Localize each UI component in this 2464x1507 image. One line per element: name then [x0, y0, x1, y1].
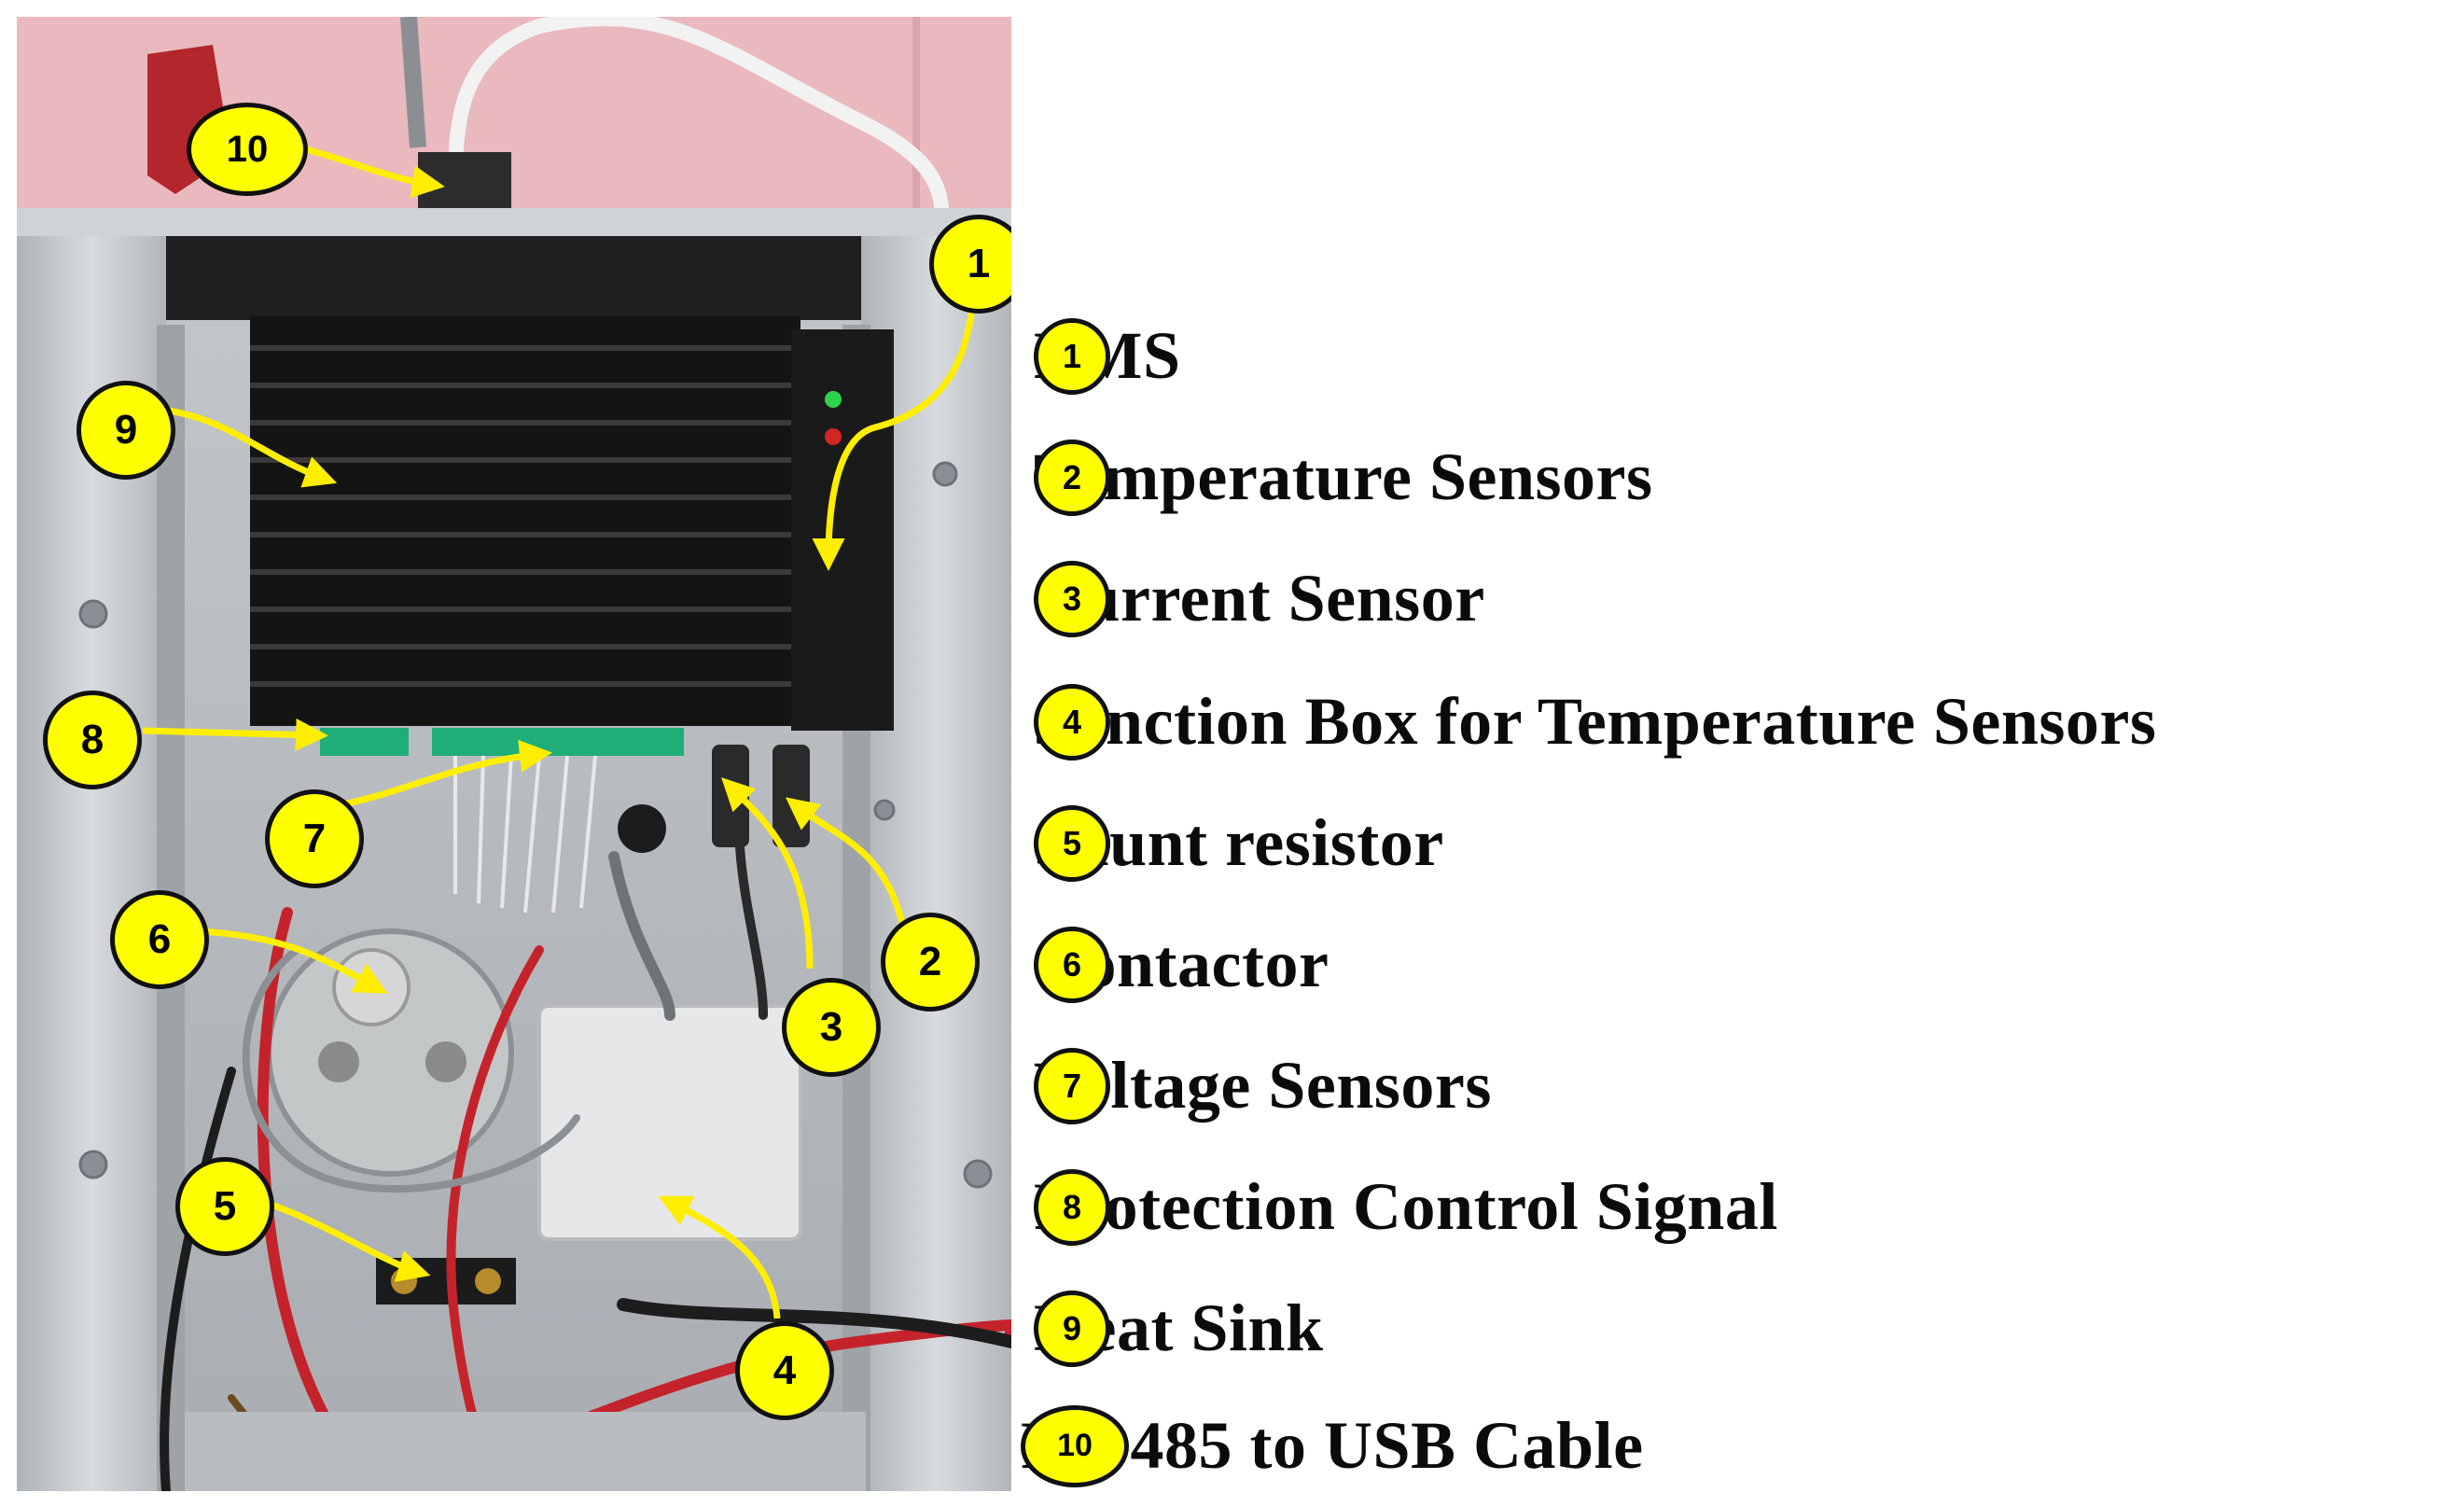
bms-enclosure-photo: 10 1 9 8 7 6 5 4 3 2 [17, 17, 1011, 1491]
legend-item-10: 10 RS-485 to USB Cable [1021, 1404, 1644, 1487]
terminal-block-voltage [432, 728, 684, 756]
legend-item-9: 9 Heat Sink [1034, 1290, 1324, 1367]
legend-badge-6: 6 [1034, 926, 1110, 1003]
usb-connector [418, 152, 511, 208]
legend-badge-1: 1 [1034, 317, 1110, 395]
photo-callout-9: 9 [77, 381, 175, 480]
legend-label-8: Protection Control Signal [1034, 1169, 1778, 1244]
photo-callout-7: 7 [265, 789, 364, 888]
legend-badge-9: 9 [1034, 1290, 1110, 1367]
photo-callout-10: 10 [187, 103, 308, 196]
legend-badge-2: 2 [1034, 439, 1110, 516]
legend-item-3: 3 Current Sensor [1034, 560, 1485, 637]
photo-callout-6: 6 [110, 890, 209, 989]
legend-badge-4: 4 [1034, 683, 1110, 760]
usb-cable [448, 17, 950, 233]
legend-item-7: 7 Voltage Sensors [1034, 1047, 1492, 1124]
photo-callout-2: 2 [881, 913, 980, 1012]
photo-callout-5: 5 [175, 1157, 274, 1256]
legend-item-8: 8 Protection Control Signal [1034, 1168, 1778, 1246]
contactor [266, 928, 514, 1177]
photo-callout-1: 1 [929, 215, 1011, 314]
legend-item-4: 4 Junction Box for Temperature Sensors [1034, 683, 2156, 760]
photo-illustration [17, 17, 1011, 1491]
temperature-sensor-connector [773, 745, 810, 847]
legend-badge-10: 10 [1021, 1404, 1129, 1487]
legend-badge-3: 3 [1034, 560, 1110, 637]
legend-badge-5: 5 [1034, 804, 1110, 882]
legend-item-5: 5 Shunt resistor [1034, 804, 1444, 882]
photo-callout-4: 4 [735, 1321, 834, 1420]
legend-badge-8: 8 [1034, 1168, 1110, 1246]
legend-item-2: 2 Temperature Sensors [1034, 439, 1652, 516]
photo-callout-3: 3 [782, 978, 881, 1077]
photo-callout-8: 8 [43, 691, 142, 789]
legend-item-6: 6 Contactor [1034, 926, 1329, 1003]
legend-badge-7: 7 [1034, 1047, 1110, 1124]
legend-label-2: Temperature Sensors [1034, 440, 1653, 514]
legend-label-4: Junction Box for Temperature Sensors [1034, 684, 2157, 759]
heat-sink [250, 315, 800, 726]
terminal-block-protection [320, 728, 409, 756]
legend-item-1: 1 BMS [1034, 317, 1181, 395]
bms-box [791, 329, 894, 731]
